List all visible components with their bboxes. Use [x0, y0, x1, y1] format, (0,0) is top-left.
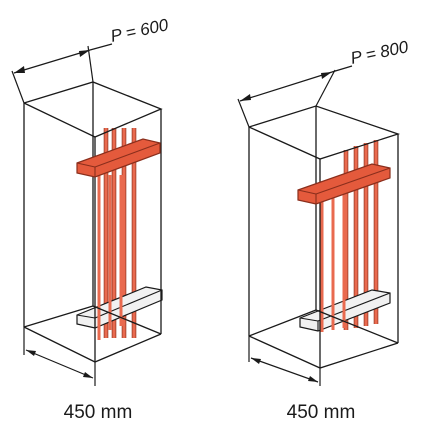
width-label-right: 450 mm — [287, 402, 356, 423]
depth-dimension-left — [11, 43, 113, 104]
width-label-left: 450 mm — [64, 402, 133, 423]
width-dimension-right — [248, 336, 321, 386]
cabinet-right: P = 800 450 mm — [237, 37, 411, 423]
width-dimension-left — [23, 327, 96, 386]
depth-label-left: P = 600 — [109, 15, 171, 46]
busbars-right-front — [320, 188, 346, 332]
busbars-left-front — [97, 175, 123, 340]
depth-label-right: P = 800 — [349, 37, 411, 68]
cabinet-left: P = 600 450 mm — [11, 15, 171, 423]
depth-dimension-right — [237, 65, 353, 128]
